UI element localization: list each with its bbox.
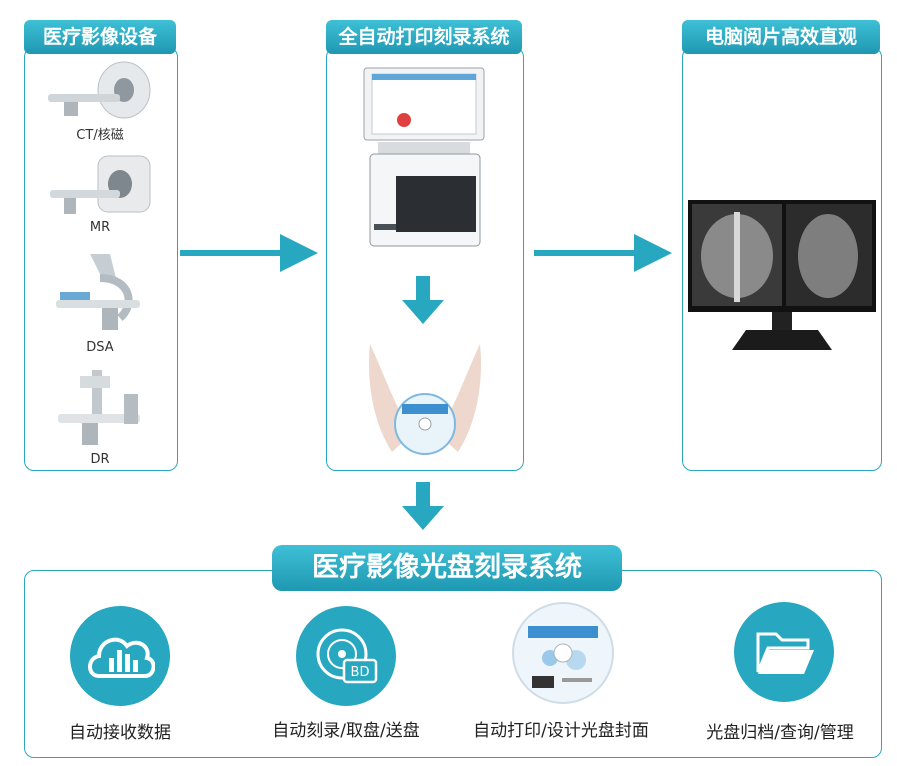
arrow-down-to-disc (402, 276, 444, 324)
cloud-chart-icon (88, 637, 155, 678)
feature-label-receive: 自动接收数据 (69, 723, 171, 743)
device-label-mr: MR (89, 220, 111, 235)
system-title: 医疗影像光盘刻录系统 (272, 545, 622, 591)
ct-scanner-image (48, 61, 151, 119)
printed-disc-icon (512, 602, 614, 704)
device-label-dsa: DSA (86, 340, 114, 355)
dr-machine-image (58, 370, 140, 445)
hands-holding-disc-image (368, 344, 482, 455)
feature-label-burn: 自动刻录/取盘/送盘 (272, 721, 420, 741)
burner-panel-title: 全自动打印刻录系统 (326, 20, 522, 54)
arrow-burner-to-viewer (534, 234, 672, 272)
feature-circle-burn (296, 606, 396, 706)
svg-text:BD: BD (351, 665, 370, 680)
disc-burner-machine-image (363, 67, 485, 247)
device-label-ct: CT/核磁 (76, 128, 124, 143)
dsa-machine-image (56, 254, 140, 330)
bd-disc-icon: BD (316, 628, 378, 684)
monitor-xray-image (688, 200, 876, 350)
feature-label-archive: 光盘归档/查询/管理 (706, 723, 854, 743)
arrow-devices-to-burner (180, 234, 318, 272)
feature-label-print: 自动打印/设计光盘封面 (473, 721, 649, 741)
folder-icon (756, 632, 814, 674)
arrow-down-to-system (402, 482, 444, 530)
device-label-dr: DR (90, 452, 110, 467)
mr-scanner-image (50, 155, 151, 214)
devices-panel-title: 医疗影像设备 (24, 20, 176, 54)
viewer-panel-title: 电脑阅片高效直观 (682, 20, 880, 54)
